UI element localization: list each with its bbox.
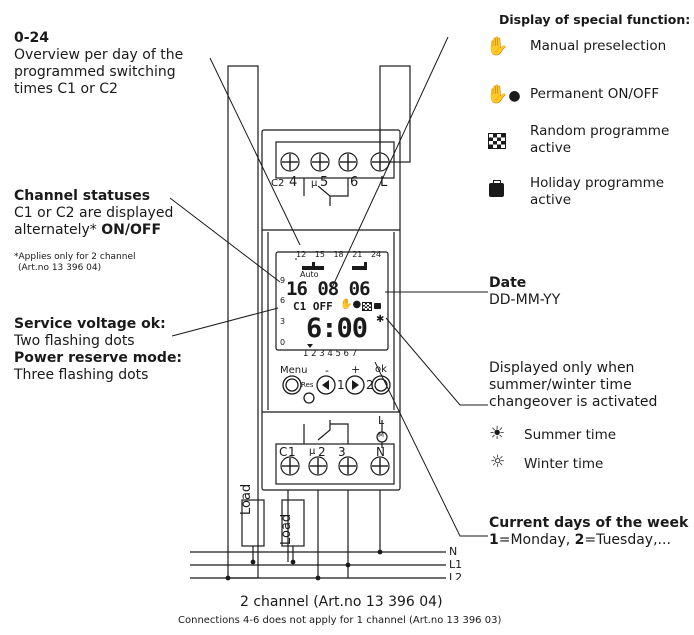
random-line-2: active [530,140,572,156]
ok-label: ok [375,364,387,375]
days-text-mid: =Monday, [498,532,575,548]
hand-icon: ✋ [486,36,509,57]
line-l1-label: L1 [449,558,463,571]
channel-title: Channel statuses [14,188,151,204]
minus-label: - [325,364,329,377]
ok-button[interactable] [372,376,390,394]
winter-label: Winter time [524,456,604,472]
lamp-m-label: M [378,431,385,439]
overview-line-2: programmed switching [14,64,176,80]
lcd-hour-9: 9 [280,276,286,285]
channel-line-2-bold: ON/OFF [101,222,162,238]
terminal-c-label: C [279,445,288,459]
power-title: Power reserve mode: [14,350,183,366]
lcd-random-icon [362,302,372,311]
lamp-l-label: L [378,414,385,427]
days-text-1: 1 [489,532,499,548]
device-body [261,129,401,491]
lcd-window [275,251,389,351]
holiday-icon [489,183,504,197]
terminal-3-label: 3 [338,445,346,459]
terminal-l-label: L [380,175,388,190]
terminal-mu-top: μ [311,178,318,189]
lcd-auto: Auto [300,270,319,279]
lcd-hour-18: 18 [333,250,344,259]
overview-title: 0-24 [14,30,50,46]
lcd-hour-3: 3 [280,317,286,326]
plus-label: + [351,363,361,376]
line-n-label: N [449,545,458,558]
lcd-hour-24: 24 [370,250,382,259]
button-1-label: 1 [337,378,345,392]
dst-line-3: changeover is activated [489,394,658,410]
menu-label: Menu [280,365,308,376]
days-text-2: 2 [574,532,585,548]
lcd-hand-icon: ✋● [340,299,362,310]
channel-line-2-prefix: alternately* [14,222,97,238]
permanent-label: Permanent ON/OFF [530,86,660,102]
summer-label: Summer time [524,427,617,443]
date-format: DD-MM-YY [489,292,561,308]
overview-line-3: times C1 or C2 [14,81,118,97]
winter-sun-icon: ☼ [490,452,506,472]
lcd-hour-21: 21 [352,250,363,259]
caption-title: 2 channel (Art.no 13 396 04) [240,594,443,610]
lcd-sun-icon: ✱ [376,314,385,325]
holiday-icon-handle [493,180,501,184]
res-button-shape [303,392,315,404]
lcd-time: 6:00 [306,313,368,344]
terminal-2-label: 2 [318,445,326,459]
line-l2-label: L2 [449,571,463,580]
random-line-1: Random programme [530,123,670,139]
terminal-4-label: 4 [289,175,298,190]
days-title: Current days of the week [489,515,689,531]
lcd-hour-12: 12 [296,250,307,259]
date-title: Date [489,275,527,291]
plus-button[interactable] [346,376,364,394]
lcd-hour-6: 6 [280,296,286,305]
holiday-line-1: Holiday programme [530,175,665,191]
minus-button[interactable] [317,376,335,394]
terminal-mu-bottom: μ [309,446,316,457]
caption-note: Connections 4-6 does not apply for 1 cha… [178,615,502,626]
overview-line-1: Overview per day of the [14,47,184,63]
res-label: Res [301,381,314,389]
random-icon [488,133,506,149]
load-label-2: Load [279,513,294,545]
service-title: Service voltage ok: [14,316,166,332]
menu-button[interactable] [285,376,299,390]
power-text: Three flashing dots [14,367,149,383]
days-text: 1=Monday, 2=Tuesday,... [489,532,671,549]
terminal-c2-label: C2 [271,178,285,189]
frame-right-outer [379,65,411,163]
lcd-hour-15: 15 [314,250,325,259]
dst-line-2: summer/winter time [489,377,632,393]
terminal-6-label: 6 [350,175,359,190]
holiday-line-2: active [530,192,572,208]
lcd-holiday-icon [374,303,381,309]
lcd-hours-top: 12 15 18 21 24 [296,250,381,259]
applies-line-2: (Art.no 13 396 04) [18,263,102,273]
dst-line-1: Displayed only when [489,360,635,376]
terminal-5-label: 5 [320,175,329,190]
special-title: Display of special function: [499,12,691,27]
lcd-hour-0: 0 [280,338,286,347]
terminal-1-label: 1 [288,445,296,459]
days-text-end: =Tuesday,... [584,532,671,548]
lcd-channel: C1 OFF [293,300,333,313]
terminal-n-label: N [376,445,385,459]
service-text: Two flashing dots [14,333,135,349]
res-button[interactable] [304,393,314,403]
load-label-1: Load [239,483,254,515]
lcd-date: 16 08 06 [286,278,371,300]
applies-line-1: *Applies only for 2 channel [14,252,136,262]
hand-dot-icon: ✋● [486,84,521,105]
manual-label: Manual preselection [530,38,667,54]
summer-sun-icon: ☀ [489,423,506,444]
channel-line-1: C1 or C2 are displayed [14,205,174,221]
lcd-weekdays: 1 2 3 4 5 6 7 [303,349,358,359]
channel-line-2: alternately* ON/OFF [14,222,161,239]
button-2-label: 2 [366,378,374,392]
